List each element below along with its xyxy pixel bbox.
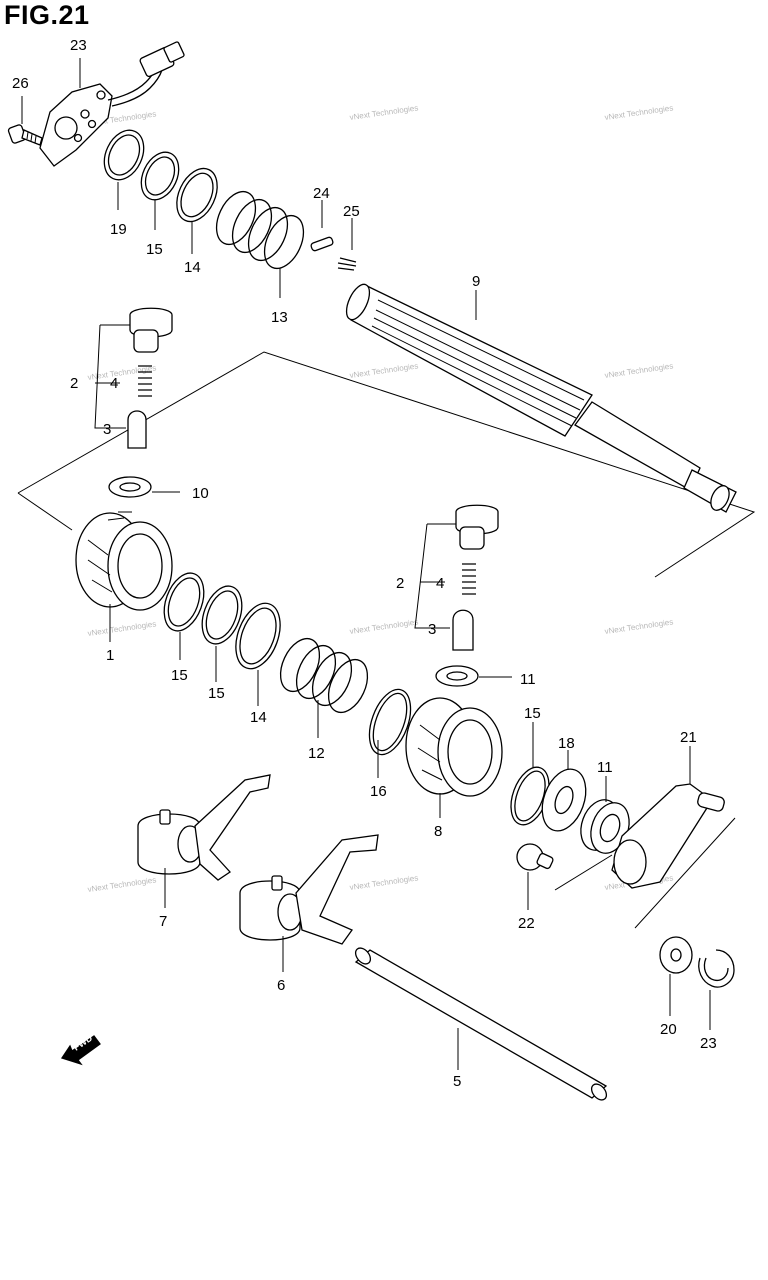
callout-3: 3 bbox=[103, 421, 111, 438]
spring-part bbox=[215, 190, 305, 270]
washer-18 bbox=[541, 768, 587, 832]
callout-21: 22 bbox=[518, 915, 535, 932]
watermark: vNext Technologies bbox=[349, 617, 419, 636]
callout-4b: 4 bbox=[436, 575, 444, 592]
fork-shaft-5 bbox=[354, 947, 608, 1101]
callout-14b: 14 bbox=[250, 709, 267, 726]
small-spring-part bbox=[337, 257, 357, 271]
detent-cap-upper bbox=[129, 307, 173, 353]
watermark: vNext Technologies bbox=[604, 361, 674, 380]
bolt-part bbox=[7, 124, 43, 146]
spring-part-12 bbox=[279, 637, 369, 714]
watermark: vNext Technologies bbox=[604, 103, 674, 122]
upper-rings bbox=[103, 129, 218, 223]
watermark: vNext Technologies bbox=[604, 617, 674, 636]
callout-13: 13 bbox=[271, 309, 288, 326]
callout-11: 10 bbox=[192, 485, 209, 502]
figure-title: FIG.21 bbox=[4, 0, 90, 30]
detent-cap-lower bbox=[455, 504, 499, 550]
callout-15b: 15 bbox=[171, 667, 188, 684]
cam-part-1 bbox=[75, 511, 173, 611]
watermark: vNext Technologies bbox=[349, 361, 419, 380]
callout-9: 9 bbox=[472, 273, 480, 290]
callout-19: 21 bbox=[680, 729, 697, 746]
callout-17: 19 bbox=[110, 221, 127, 238]
cam-part-8 bbox=[405, 697, 503, 797]
callout-24: 24 bbox=[313, 185, 330, 202]
callout-11b: 11 bbox=[520, 671, 536, 688]
callout-8: 8 bbox=[434, 823, 442, 840]
leader-lines bbox=[21, 58, 711, 1070]
callout-18: 18 bbox=[558, 735, 575, 752]
callout-23: 23 bbox=[70, 37, 87, 54]
watermark: vNext Technologies bbox=[349, 873, 419, 892]
callout-15c: 15 bbox=[208, 685, 225, 702]
callout-12: 12 bbox=[308, 745, 325, 762]
callout-26: 26 bbox=[12, 75, 29, 92]
callout-7: 7 bbox=[159, 913, 167, 930]
callout-22: 23 bbox=[700, 1035, 717, 1052]
callout-16: 16 bbox=[370, 783, 387, 800]
detent-ball-upper bbox=[127, 410, 147, 449]
pin-21 bbox=[516, 843, 554, 871]
pin-part bbox=[310, 236, 334, 252]
callout-20: 20 bbox=[660, 1021, 677, 1038]
detent-spring-lower bbox=[462, 563, 476, 595]
callout-25: 25 bbox=[343, 203, 360, 220]
callout-2b: 2 bbox=[396, 575, 404, 592]
shift-fork-7 bbox=[137, 774, 271, 881]
callout-3b: 3 bbox=[428, 621, 436, 638]
detent-ball-lower bbox=[452, 609, 474, 651]
callout-15: 15 bbox=[146, 241, 163, 258]
callout-14: 14 bbox=[184, 259, 201, 276]
fwd-arrow-icon: FWD bbox=[60, 1033, 101, 1066]
callout-1: 1 bbox=[106, 647, 114, 664]
callout-4: 4 bbox=[110, 375, 118, 392]
arm-19 bbox=[611, 783, 725, 889]
callouts: 23 26 19 15 14 13 24 25 9 2 4 3 10 1 15 … bbox=[12, 37, 717, 1090]
shift-fork-6 bbox=[239, 834, 379, 945]
washer-20 bbox=[659, 936, 693, 974]
callout-5: 5 bbox=[453, 1073, 461, 1090]
sensor-part bbox=[39, 41, 185, 167]
watermark: vNext Technologies bbox=[87, 875, 157, 894]
callout-15d: 15 bbox=[524, 705, 541, 722]
washer-lower bbox=[435, 665, 479, 687]
middle-rings bbox=[163, 572, 281, 670]
callout-10: 11 bbox=[597, 759, 613, 776]
e-clip-22 bbox=[698, 949, 735, 988]
callout-2: 2 bbox=[70, 375, 78, 392]
washer-upper bbox=[108, 476, 152, 498]
callout-6: 6 bbox=[277, 977, 285, 994]
watermark: vNext Technologies bbox=[87, 619, 157, 638]
detent-spring-upper bbox=[138, 365, 152, 397]
watermarks: vNext Technologies vNext Technologies vN… bbox=[87, 103, 674, 894]
shaft-part bbox=[345, 283, 737, 513]
watermark: vNext Technologies bbox=[349, 103, 419, 122]
